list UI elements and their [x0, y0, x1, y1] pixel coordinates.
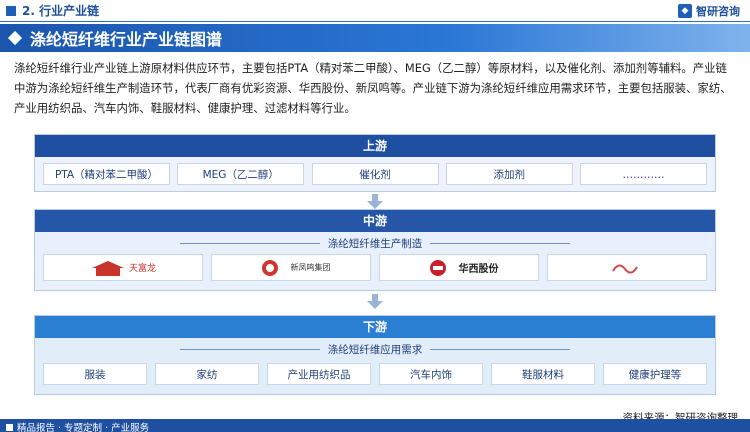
services-square-icon [6, 423, 13, 431]
brand-logo-icon: ◆ [678, 4, 692, 18]
midstream-subtitle-row: 涤纶短纤维生产制造 [35, 232, 715, 254]
upstream-stage: 上游 PTA（精对苯二甲酸） MEG（乙二醇） 催化剂 添加剂 ………… [34, 134, 716, 192]
midstream-subtitle: 涤纶短纤维生产制造 [327, 237, 423, 250]
downstream-item: 健康护理等 [603, 363, 707, 385]
downstream-header: 下游 [35, 316, 715, 338]
brand-name: 智研咨询 [696, 5, 740, 18]
upstream-item: 添加剂 [445, 163, 573, 185]
diamond-icon [7, 30, 23, 46]
brand: ◆ 智研咨询 [678, 3, 740, 19]
page-title: 涤纶短纤维行业产业链图谱 [30, 30, 223, 49]
company-logos: 天富龙 新凤鸣集团 华西股份 [35, 254, 715, 281]
footer: 资料来源：智研咨询整理 精品报告 · 专题定制 · 产业服务 [0, 406, 750, 432]
logo-text: 新凤鸣集团 [290, 263, 331, 272]
logo-text: 天富龙 [128, 264, 156, 274]
downstream-items: 服装 家纺 产业用纺织品 汽车内饰 鞋服材料 健康护理等 [35, 360, 715, 385]
company-logo-huaxi: 华西股份 [379, 254, 539, 281]
downstream-item: 家纺 [155, 363, 259, 385]
description-paragraph: 涤纶短纤维行业产业链上游原材料供应环节，主要包括PTA（精对苯二甲酸）、MEG（… [14, 61, 732, 115]
company-logo-tianfulong: 天富龙 [43, 254, 203, 281]
house-logo-icon [91, 260, 124, 276]
services-text: 精品报告 · 专题定制 · 产业服务 [17, 423, 150, 432]
breadcrumb: 2. 行业产业链 [22, 4, 100, 18]
script-logo-icon [612, 264, 638, 273]
downstream-subtitle-row: 涤纶短纤维应用需求 [35, 338, 715, 360]
downstream-item: 汽车内饰 [379, 363, 483, 385]
company-logo-other [547, 254, 707, 281]
upstream-header: 上游 [35, 135, 715, 157]
shield-logo-icon [261, 259, 278, 276]
down-arrow-icon [367, 194, 383, 209]
title-bar: 涤纶短纤维行业产业链图谱 [0, 24, 750, 52]
midstream-stage: 中游 涤纶短纤维生产制造 天富龙 新凤鸣集团 华西股份 [34, 209, 716, 291]
downstream-stage: 下游 涤纶短纤维应用需求 服装 家纺 产业用纺织品 汽车内饰 鞋服材料 健康护理… [34, 315, 716, 395]
downstream-item: 产业用纺织品 [267, 363, 371, 385]
services-row: 精品报告 · 专题定制 · 产业服务 [6, 420, 149, 432]
down-arrow-icon [367, 294, 383, 309]
downstream-subtitle: 涤纶短纤维应用需求 [327, 343, 423, 356]
top-bar: 2. 行业产业链 ◆ 智研咨询 [0, 0, 750, 22]
downstream-item: 服装 [43, 363, 147, 385]
logo-text: 华西股份 [458, 264, 499, 275]
upstream-item: 催化剂 [311, 163, 439, 185]
bottom-bar [0, 419, 750, 432]
upstream-items: PTA（精对苯二甲酸） MEG（乙二醇） 催化剂 添加剂 ………… [35, 157, 715, 185]
circle-logo-icon [429, 259, 446, 276]
upstream-item: ………… [580, 163, 707, 185]
downstream-item: 鞋服材料 [491, 363, 595, 385]
midstream-header: 中游 [35, 210, 715, 232]
upstream-item: PTA（精对苯二甲酸） [43, 163, 170, 185]
company-logo-xinfengming: 新凤鸣集团 [211, 254, 371, 281]
upstream-item: MEG（乙二醇） [177, 163, 305, 185]
section-square-icon [6, 5, 16, 16]
